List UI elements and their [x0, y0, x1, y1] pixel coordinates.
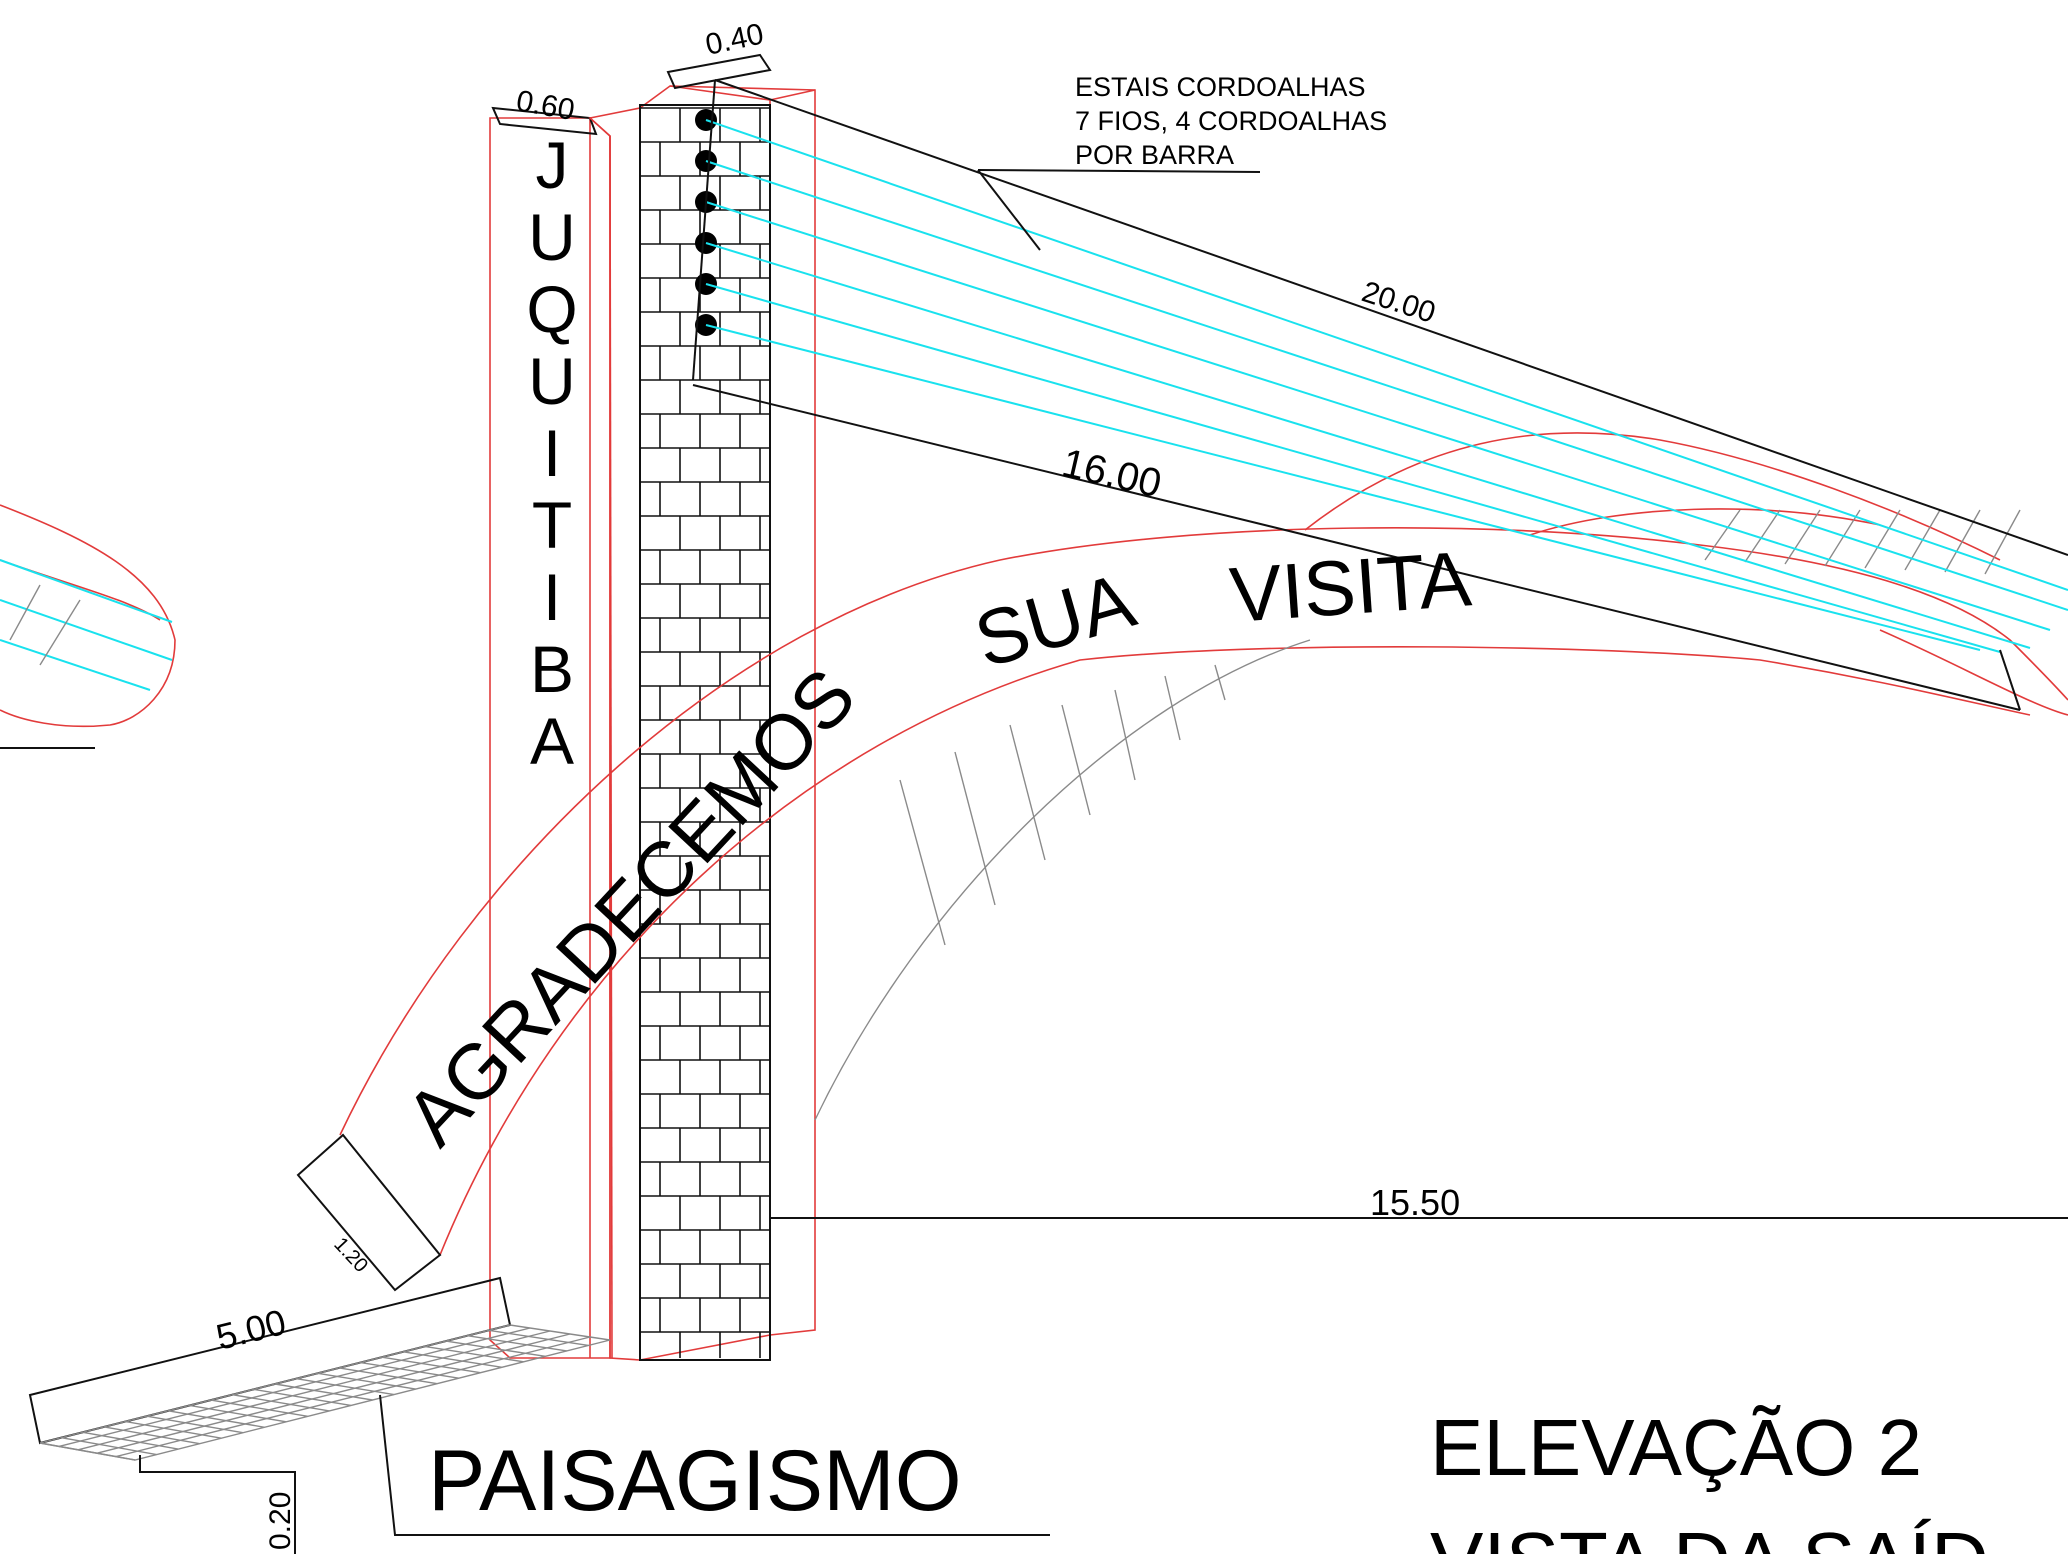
dim-1-20: 1.20	[329, 1233, 372, 1276]
left-partial-arch	[0, 504, 176, 749]
stay-cable	[705, 324, 1981, 651]
arch-text-visita: VISITA	[1227, 534, 1474, 639]
stay-cable	[705, 119, 2068, 591]
dim-15-50: 15.50	[1370, 1182, 1460, 1223]
tower-letter: U	[528, 344, 576, 418]
tower-letter: U	[528, 200, 576, 274]
brick-hatch	[640, 107, 770, 1358]
dimension-lines	[692, 79, 2068, 1219]
brick-pylon	[588, 53, 816, 1361]
stay-cables	[705, 119, 2068, 653]
tower-letter: Q	[526, 272, 577, 346]
planter-hatch	[39, 1327, 591, 1461]
landscape-label: PAISAGISMO	[428, 1433, 962, 1529]
tower-letter: A	[530, 704, 574, 778]
arch-text-agradecemos: AGRADECEMOS	[388, 651, 872, 1161]
drawing-subtitle: VISTA DA SAÍD	[1430, 1516, 1989, 1554]
dim-0-60: 0.60	[514, 84, 577, 127]
cable-note-line-1: ESTAIS CORDOALHAS	[1075, 72, 1366, 102]
dim-20-00: 20.00	[1358, 275, 1440, 330]
tower-letter: I	[543, 416, 561, 490]
tower-letter: J	[536, 128, 569, 202]
arch-underside-hatch	[899, 664, 1226, 946]
dim-16-00: 16.00	[1058, 441, 1165, 506]
tower-letter: T	[532, 488, 572, 562]
stay-cable	[705, 242, 2031, 649]
dim-0-20: 0.20	[264, 1492, 297, 1550]
stay-cable	[705, 201, 2051, 631]
tower-letter: B	[530, 632, 574, 706]
arch-text-sua: SUA	[965, 556, 1143, 685]
cable-note: ESTAIS CORDOALHAS 7 FIOS, 4 CORDOALHAS P…	[1075, 72, 1387, 170]
dim-5-00: 5.00	[212, 1301, 290, 1358]
stay-cable	[705, 283, 2001, 653]
drawing-title: ELEVAÇÃO 2	[1430, 1403, 1922, 1492]
cable-note-line-2: 7 FIOS, 4 CORDOALHAS	[1075, 106, 1387, 136]
cable-note-line-3: POR BARRA	[1075, 140, 1234, 170]
stay-cable	[705, 160, 2068, 611]
main-arch	[296, 432, 2068, 1292]
landscape-planter	[28, 1276, 1050, 1554]
dimension-labels: 0.40 0.60 20.00 16.00 15.50 5.00 1.20 0.…	[212, 17, 1460, 1550]
tower-letter: I	[543, 560, 561, 634]
